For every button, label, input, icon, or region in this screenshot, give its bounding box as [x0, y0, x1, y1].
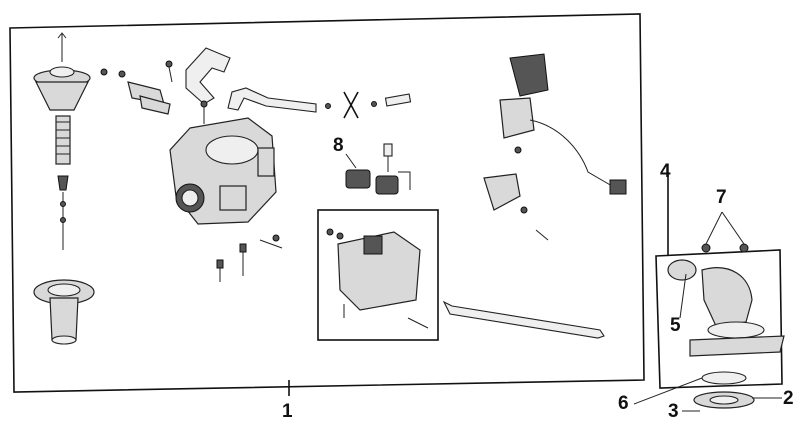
- float-part: [345, 143, 411, 195]
- vent-hose-part: [227, 87, 331, 113]
- slide-diaphragm-part: [33, 279, 95, 345]
- carburetor-body-part: [169, 100, 277, 225]
- callout-4: 4: [660, 161, 671, 182]
- callout-3: 3: [668, 401, 679, 422]
- callout-2: 2: [783, 388, 794, 409]
- callout-1: 1: [282, 401, 293, 422]
- float-bowl-part: [326, 228, 429, 329]
- hose-fittings-part: [343, 91, 412, 119]
- callout-6: 6: [618, 393, 629, 414]
- vacuum-cover-part: [33, 32, 91, 111]
- adjust-screws-part: [216, 234, 283, 282]
- carburetor-assembly-frame: [9, 13, 645, 396]
- throttle-bracket-part: [185, 47, 231, 105]
- drain-hose-part: [442, 300, 605, 339]
- float-chamber-inset-box: [317, 209, 439, 341]
- screws-top-left: [100, 60, 173, 115]
- auto-choke-part: [483, 53, 627, 241]
- callout-8: 8: [333, 135, 344, 156]
- callout-7: 7: [716, 187, 727, 208]
- intake-manifold-part: [667, 243, 785, 409]
- callout-leaders: [633, 211, 782, 412]
- intake-manifold-box: [655, 172, 783, 389]
- callout-5: 5: [670, 315, 681, 336]
- piston-spring-part: [55, 115, 71, 250]
